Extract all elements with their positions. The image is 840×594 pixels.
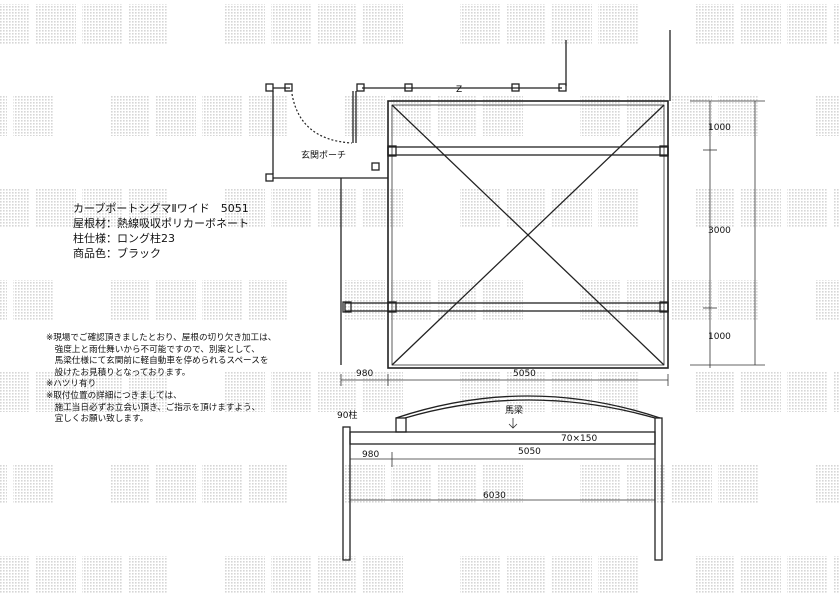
porch-label: 玄関ポーチ: [301, 149, 346, 161]
watermark-mark: [0, 188, 168, 228]
watermark-mark: [110, 280, 288, 320]
watermark-mark: [695, 372, 840, 412]
spec-pillar: 柱仕様：ロング柱23: [73, 232, 175, 245]
watermark-mark: [0, 372, 168, 412]
spec-color: 商品色：ブラック: [73, 247, 161, 260]
dim-bottom-980: 980: [356, 369, 373, 379]
beam-size: 70×150: [561, 434, 597, 444]
note-line: 設けたお見積りとなっております。: [46, 367, 191, 378]
notes-block: ※現場でご確認頂きましたとおり、屋根の切り欠き加工は、 強度上と雨仕舞いから不可…: [46, 333, 336, 426]
watermark-mark: [0, 464, 53, 504]
spec-product: カーブポートシグマⅡワイド 5051: [73, 202, 249, 215]
watermark-mark: [460, 372, 638, 412]
watermark-mark: [815, 464, 840, 504]
watermark-mark: [460, 4, 638, 44]
note-line: ※ハツリ有り: [46, 379, 97, 390]
watermark-mark: [345, 464, 523, 504]
watermark-mark: [0, 96, 53, 136]
elevation-view: 90柱 馬梁 70×150 980 5050 6030: [337, 395, 663, 561]
note-line: ※取付位置の詳細につきましては、: [46, 390, 182, 401]
plan-view: Z 玄関ポーチ 1000 3000 1000 980 5050: [265, 30, 765, 386]
elev-dim-980: 980: [362, 450, 379, 460]
watermark-mark: [345, 280, 523, 320]
watermark-mark: [695, 556, 840, 594]
elev-dim-5050: 5050: [518, 447, 541, 457]
spec-block: カーブポートシグマⅡワイド 5051 屋根材：熱線吸収ポリカーボネート 柱仕様：…: [73, 201, 303, 261]
dim-right-1000-top: 1000: [708, 123, 731, 133]
watermark-mark: [225, 372, 403, 412]
watermark-mark: [695, 4, 840, 44]
carport-roof-outline: [387, 100, 669, 369]
dim-bottom-5050: 5050: [513, 369, 536, 379]
spec-roof: 屋根材：熱線吸収ポリカーボネート: [73, 217, 249, 230]
note-line: ※現場でご確認頂きましたとおり、屋根の切り欠き加工は、: [46, 333, 277, 343]
door-swing-arc: [291, 93, 353, 144]
watermark-mark: [110, 464, 288, 504]
watermark-mark: [0, 280, 53, 320]
elev-dim-6030: 6030: [483, 491, 506, 501]
watermark-mark: [580, 280, 758, 320]
dim-right-1000-bottom: 1000: [708, 332, 731, 342]
note-line: 馬梁仕様にて玄関前に軽自動車を停められるスペースを: [46, 356, 269, 367]
note-line: 宜しくお願い致します。: [46, 414, 149, 425]
beam-label: 馬梁: [505, 404, 523, 416]
note-line: 強度上と雨仕舞いから不可能ですので、別案として、: [46, 344, 260, 355]
watermark-mark: [460, 556, 638, 594]
watermark-mark: [345, 96, 523, 136]
watermark-mark: [0, 556, 168, 594]
watermark-mark: [225, 4, 403, 44]
watermark-mark: [695, 188, 840, 228]
watermark-mark: [580, 96, 758, 136]
dim-right-3000: 3000: [708, 226, 731, 236]
watermark-mark: [580, 464, 758, 504]
watermark-mark: [0, 4, 168, 44]
post-label: 90柱: [337, 409, 357, 421]
watermark-mark: [225, 556, 403, 594]
watermark-mark: [110, 96, 288, 136]
watermark-mark: [815, 96, 840, 136]
watermark-mark: [225, 188, 403, 228]
watermark-mark: [815, 280, 840, 320]
watermark-layer: [0, 4, 840, 594]
note-line: 施工当日必ずお立会い頂き、ご指示を頂けますよう、: [46, 402, 261, 413]
north-mark: Z: [456, 85, 462, 95]
watermark-mark: [460, 188, 638, 228]
